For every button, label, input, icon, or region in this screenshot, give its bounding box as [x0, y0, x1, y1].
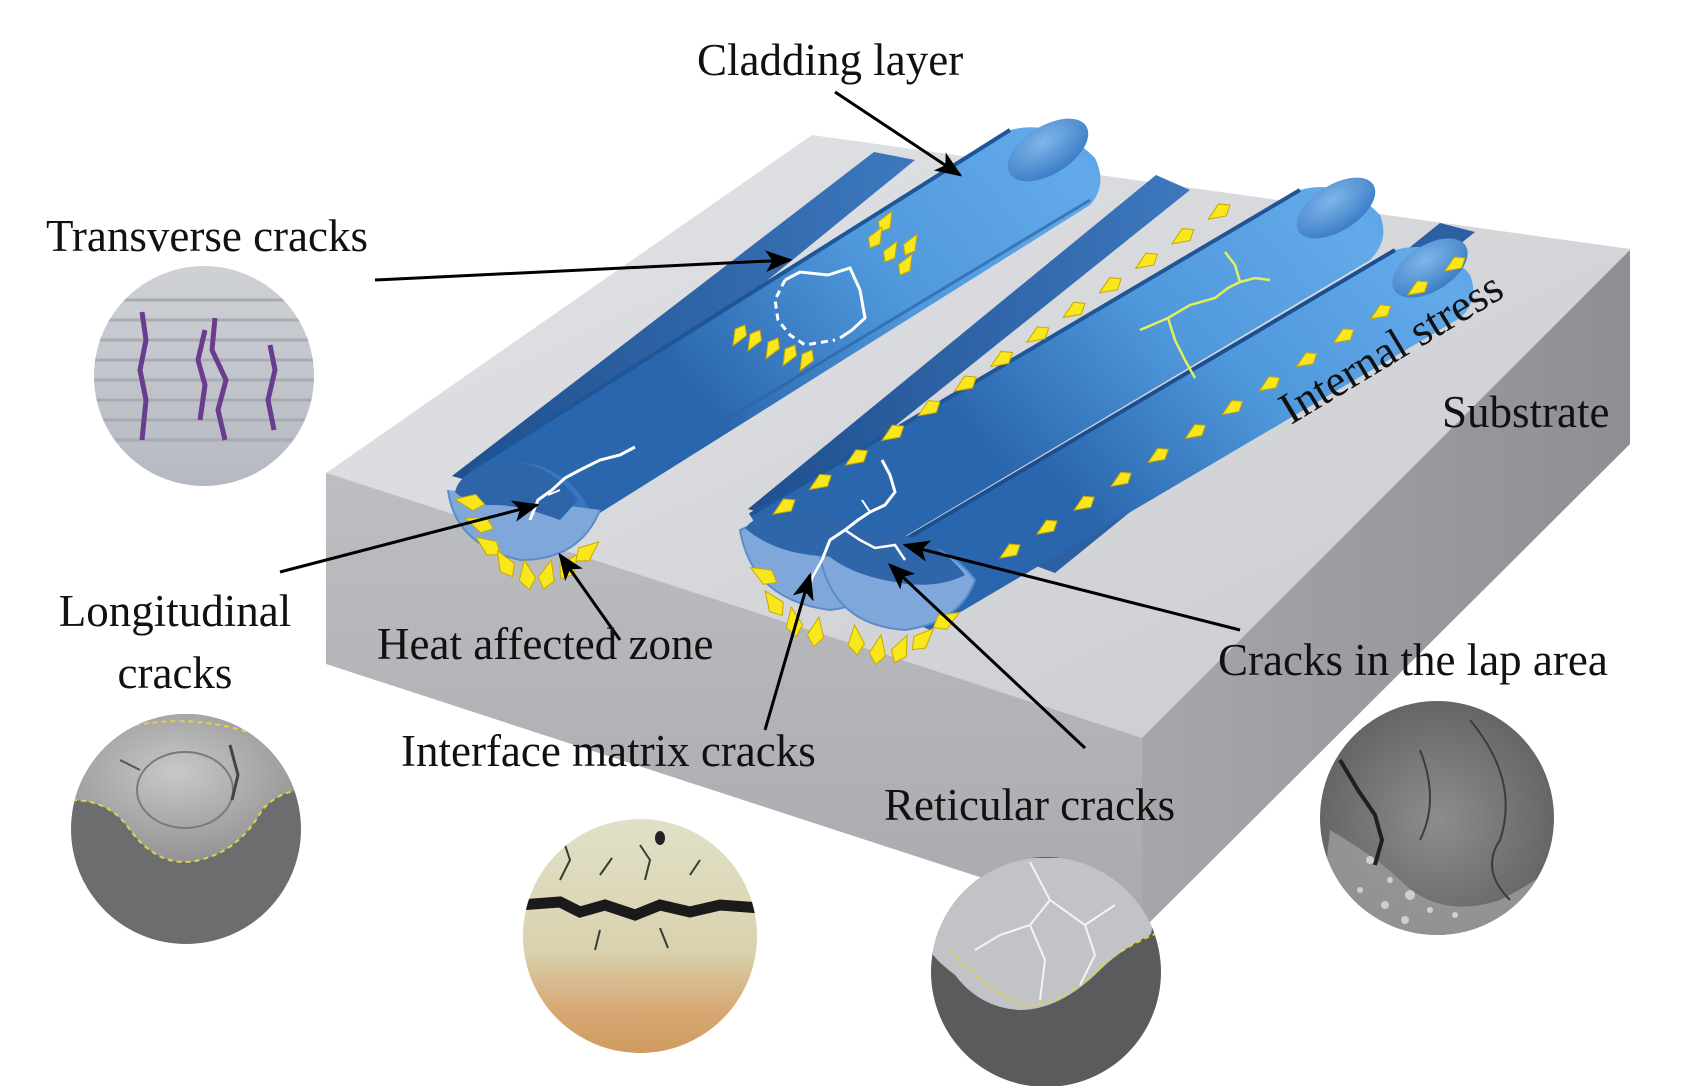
longitudinal-cracks-micrograph: [71, 714, 301, 944]
stress-arrow: [882, 240, 898, 263]
stress-arrow: [867, 226, 883, 249]
stress-arrow: [844, 449, 869, 466]
stress-arrow: [518, 558, 537, 591]
leader-lines: [279, 90, 1241, 750]
stress-arrow: [1098, 277, 1122, 294]
stress-arrow: [765, 337, 781, 360]
stress-arrow: [1207, 203, 1231, 220]
reticular-cracks-label: Reticular cracks: [884, 780, 1176, 830]
stress-arrow: [897, 253, 913, 276]
stress-arrow: [1170, 228, 1195, 245]
reticular-cracks-micrograph: [931, 857, 1161, 1087]
stress-arrow: [998, 543, 1021, 559]
stress-arrow: [880, 424, 905, 442]
interface-matrix-cracks-label: Interface matrix cracks: [401, 726, 816, 776]
longitudinal-cracks-leader: [279, 500, 540, 574]
stress-arrow: [772, 498, 796, 515]
cladding-bead-3: [843, 238, 1474, 630]
stress-arrow: [806, 615, 825, 648]
transverse-cracks-micrograph: [94, 266, 314, 486]
stress-arrow: [1072, 495, 1095, 511]
transverse-cracks-leader: [374, 250, 793, 282]
stress-arrow: [911, 627, 935, 651]
stress-arrow: [732, 324, 748, 347]
stress-arrow: [953, 375, 977, 392]
stress-arrow: [890, 634, 908, 664]
stress-arrow: [1035, 519, 1058, 535]
stress-arrow: [1332, 328, 1355, 344]
longitudinal-cracks-label: Longitudinal cracks: [38, 580, 312, 704]
stress-arrow: [1443, 256, 1466, 272]
stress-arrow: [747, 329, 763, 352]
stress-arrow: [847, 623, 866, 656]
stress-arrow: [1369, 304, 1392, 320]
stress-arrow: [989, 350, 1014, 368]
stress-arrow: [1110, 471, 1132, 488]
stress-arrow: [537, 558, 555, 590]
stress-arrow: [902, 233, 918, 256]
stress-arrow: [1258, 376, 1281, 392]
longitudinal-cracks-label-line1: Longitudinal: [58, 586, 292, 636]
stress-arrow: [1062, 301, 1086, 319]
stress-arrow: [1184, 423, 1207, 440]
stress-arrow: [1147, 447, 1170, 464]
substrate-label: Substrate: [1442, 387, 1610, 437]
stress-arrow: [749, 566, 778, 585]
cladding-layer-leader: [834, 90, 963, 177]
stress-arrow: [1406, 280, 1429, 296]
stress-arrow: [917, 400, 941, 417]
lap-area-cracks-leader: [902, 540, 1241, 632]
stress-arrow: [1295, 352, 1318, 368]
stress-arrow: [782, 344, 798, 367]
interface-matrix-cracks-micrograph: [523, 819, 757, 1053]
interface-matrix-cracks-leader: [763, 572, 814, 731]
stress-arrow: [496, 549, 515, 578]
stress-arrow: [453, 493, 486, 512]
heat-affected-zone-leader: [558, 552, 622, 641]
longitudinal-cracks-label-line2: cracks: [117, 648, 233, 699]
stress-arrow: [1134, 252, 1159, 270]
cladding-layer-label: Cladding layer: [697, 35, 964, 85]
stress-arrow: [868, 633, 887, 666]
stress-arrow: [764, 589, 784, 617]
heat-affected-zone-label: Heat affected zone: [377, 619, 714, 669]
transverse-cracks-label: Transverse cracks: [46, 211, 368, 261]
cracks-in-lap-area-label: Cracks in the lap area: [1218, 635, 1608, 685]
cladding-bead-1: [447, 118, 1101, 562]
stress-arrow: [1221, 400, 1244, 416]
cladding-bead-2: [748, 177, 1384, 575]
lap-area-cracks-micrograph: [1320, 701, 1554, 935]
stress-arrow: [1025, 326, 1050, 343]
stress-arrow: [808, 473, 832, 491]
cracks: [528, 251, 1271, 596]
stress-arrow: [799, 349, 815, 372]
reticular-cracks-leader: [888, 563, 1087, 750]
